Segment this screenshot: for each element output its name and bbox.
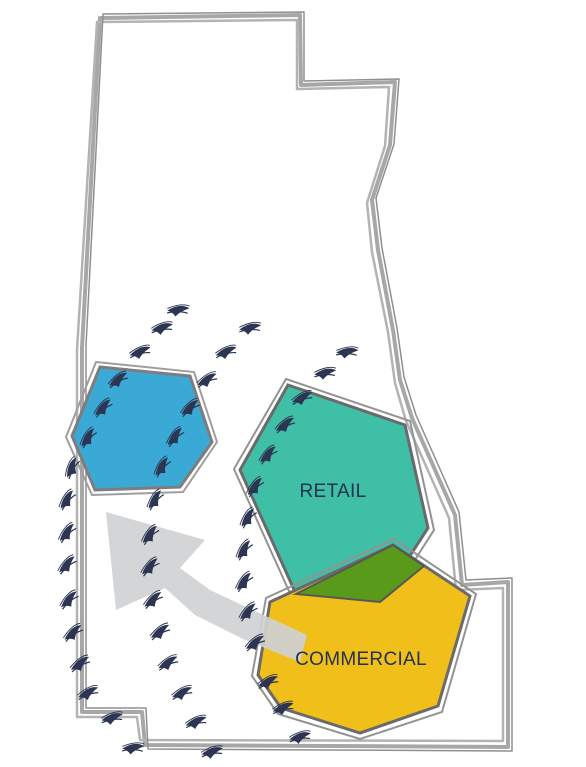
footprint-icon bbox=[230, 537, 257, 562]
civic-zone-hexagon bbox=[64, 360, 219, 497]
footprint-icon bbox=[149, 315, 176, 340]
footprint-icon bbox=[213, 340, 239, 363]
footprint-icon bbox=[195, 369, 219, 390]
retail-label: RETAIL bbox=[300, 481, 367, 502]
footprint-icon bbox=[231, 570, 257, 593]
retail-commercial-overlap bbox=[292, 543, 426, 604]
footprint-icon bbox=[149, 622, 171, 641]
footprint-icon bbox=[53, 487, 80, 512]
footprint-icon bbox=[69, 654, 91, 673]
footprint-icon bbox=[333, 338, 361, 365]
footprint-icon bbox=[156, 652, 180, 673]
footprint-icon bbox=[127, 340, 153, 363]
arrow-icon bbox=[106, 512, 307, 662]
footprint-icon bbox=[54, 553, 79, 576]
footprint-icon bbox=[54, 521, 80, 544]
site-boundary bbox=[75, 11, 513, 752]
footprint-icon bbox=[170, 681, 195, 704]
footprint-icon bbox=[141, 487, 168, 512]
footprint-icon bbox=[236, 315, 264, 341]
footprint-icon bbox=[311, 360, 339, 386]
commercial-label: COMMERCIAL bbox=[295, 649, 427, 670]
footprint-icon bbox=[183, 710, 209, 733]
footprint-icon bbox=[164, 296, 192, 323]
